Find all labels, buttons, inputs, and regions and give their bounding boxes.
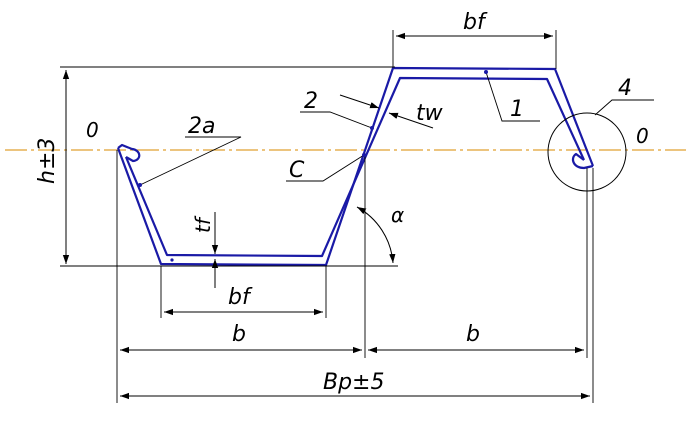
label-alpha: α <box>391 203 404 227</box>
detail-4-circle <box>547 112 627 192</box>
callout-2a: 2a <box>188 114 215 139</box>
alpha-arc <box>356 206 396 264</box>
point-markers <box>138 70 488 262</box>
sheet-pile-profile <box>116 66 595 267</box>
label-tw: tw <box>416 101 444 126</box>
dim-tw-right <box>388 112 434 129</box>
axis-label-right: 0 <box>636 124 649 148</box>
label-bp: Bp±5 <box>323 370 385 395</box>
label-bf-bottom: bf <box>228 285 253 310</box>
callout-1: 1 <box>510 97 524 122</box>
callout-2: 2 <box>304 89 318 114</box>
label-b-left: b <box>232 322 246 347</box>
dim-tw-left <box>339 94 380 109</box>
callout-c: C <box>289 158 305 183</box>
leader-lines <box>139 71 654 192</box>
label-b-right: b <box>466 322 480 347</box>
callout-4: 4 <box>618 76 632 101</box>
label-h: h±3 <box>35 138 60 184</box>
label-bf-top: bf <box>463 10 488 35</box>
extension-lines <box>60 30 594 403</box>
axis-label-left: 0 <box>86 118 99 142</box>
dimension-lines <box>62 32 590 400</box>
label-tf: tf <box>191 215 215 233</box>
